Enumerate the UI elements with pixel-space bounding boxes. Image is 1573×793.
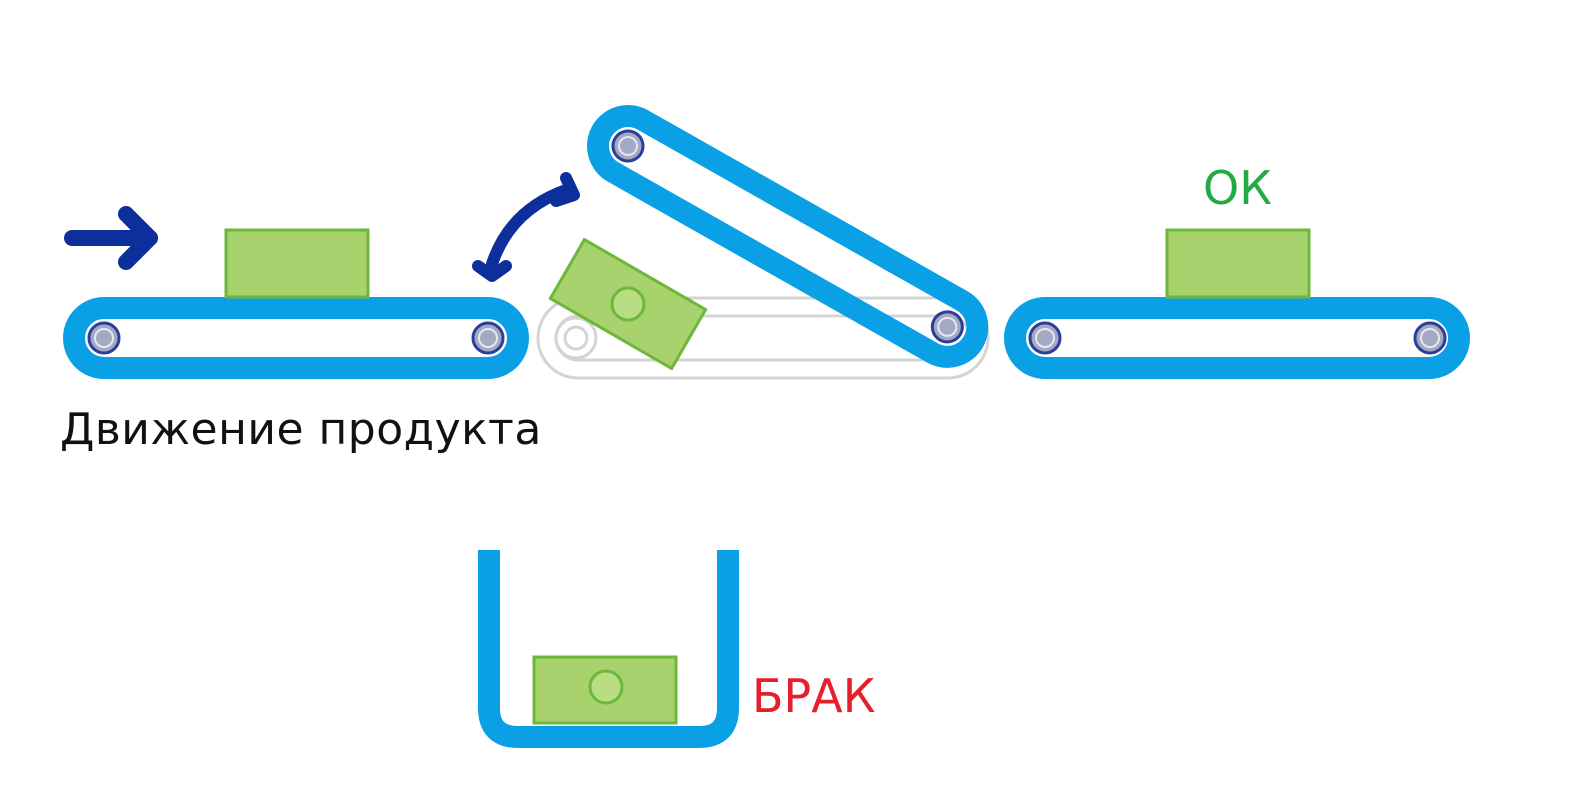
outfeed-roller-left [1028, 321, 1062, 355]
defect-marker-icon [588, 669, 624, 705]
rejected-product-falling [548, 237, 708, 371]
ok-label: ОК [1203, 161, 1272, 215]
outfeed-conveyor [1004, 297, 1470, 379]
swing-arrow-icon [472, 172, 580, 282]
reject-bin [478, 550, 739, 748]
direction-arrow-icon [64, 206, 158, 270]
product-movement-label: Движение продукта [60, 404, 542, 455]
infeed-roller-right [471, 321, 505, 355]
reject-label: БРАК [752, 669, 876, 723]
infeed-conveyor [63, 297, 529, 379]
infeed-roller-left [87, 321, 121, 355]
product-infeed [224, 228, 370, 299]
diverter-conveyor [587, 105, 989, 368]
defect-marker-icon [610, 286, 646, 322]
product-ok [1165, 228, 1311, 299]
product-rejected [532, 655, 678, 725]
outfeed-roller-right [1413, 321, 1447, 355]
